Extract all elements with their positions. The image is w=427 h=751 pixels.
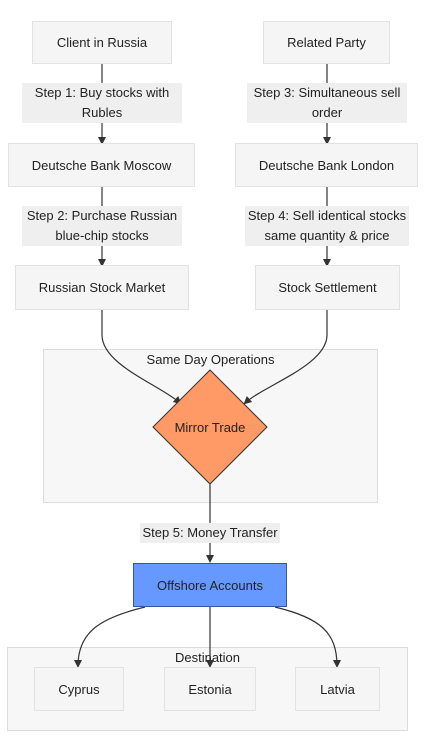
node-offshore-accounts: Offshore Accounts <box>133 563 287 607</box>
node-related-party: Related Party <box>263 21 390 64</box>
node-stock-settlement: Stock Settlement <box>255 265 400 310</box>
edge-label-step1: Step 1: Buy stocks with Rubles <box>22 83 182 123</box>
cluster-label-same-day: Same Day Operations <box>146 352 275 367</box>
node-client-in-russia: Client in Russia <box>32 21 172 64</box>
node-russian-stock-market: Russian Stock Market <box>15 265 189 310</box>
edge-offshore-to-cyprus <box>74 606 146 668</box>
edge-settlement-to-mirror <box>243 310 328 405</box>
edge-label-step3: Step 3: Simultaneous sell order <box>247 83 407 123</box>
cluster-label-destination: Destination <box>174 650 241 665</box>
edge-offshore-to-latvia <box>274 606 341 668</box>
node-latvia: Latvia <box>295 667 380 711</box>
mirror-trade-diamond <box>152 369 268 485</box>
edge-label-step5: Step 5: Money Transfer <box>140 523 280 543</box>
edge-label-step4: Step 4: Sell identical stocks same quant… <box>245 206 409 246</box>
edge-market-to-mirror <box>101 310 182 405</box>
node-deutsche-bank-moscow: Deutsche Bank Moscow <box>8 143 195 187</box>
node-deutsche-bank-london: Deutsche Bank London <box>235 143 418 187</box>
edge-label-step2: Step 2: Purchase Russian blue-chip stock… <box>22 206 182 246</box>
node-cyprus: Cyprus <box>34 667 124 711</box>
node-mirror-trade: Mirror Trade <box>174 419 246 435</box>
node-estonia: Estonia <box>164 667 256 711</box>
